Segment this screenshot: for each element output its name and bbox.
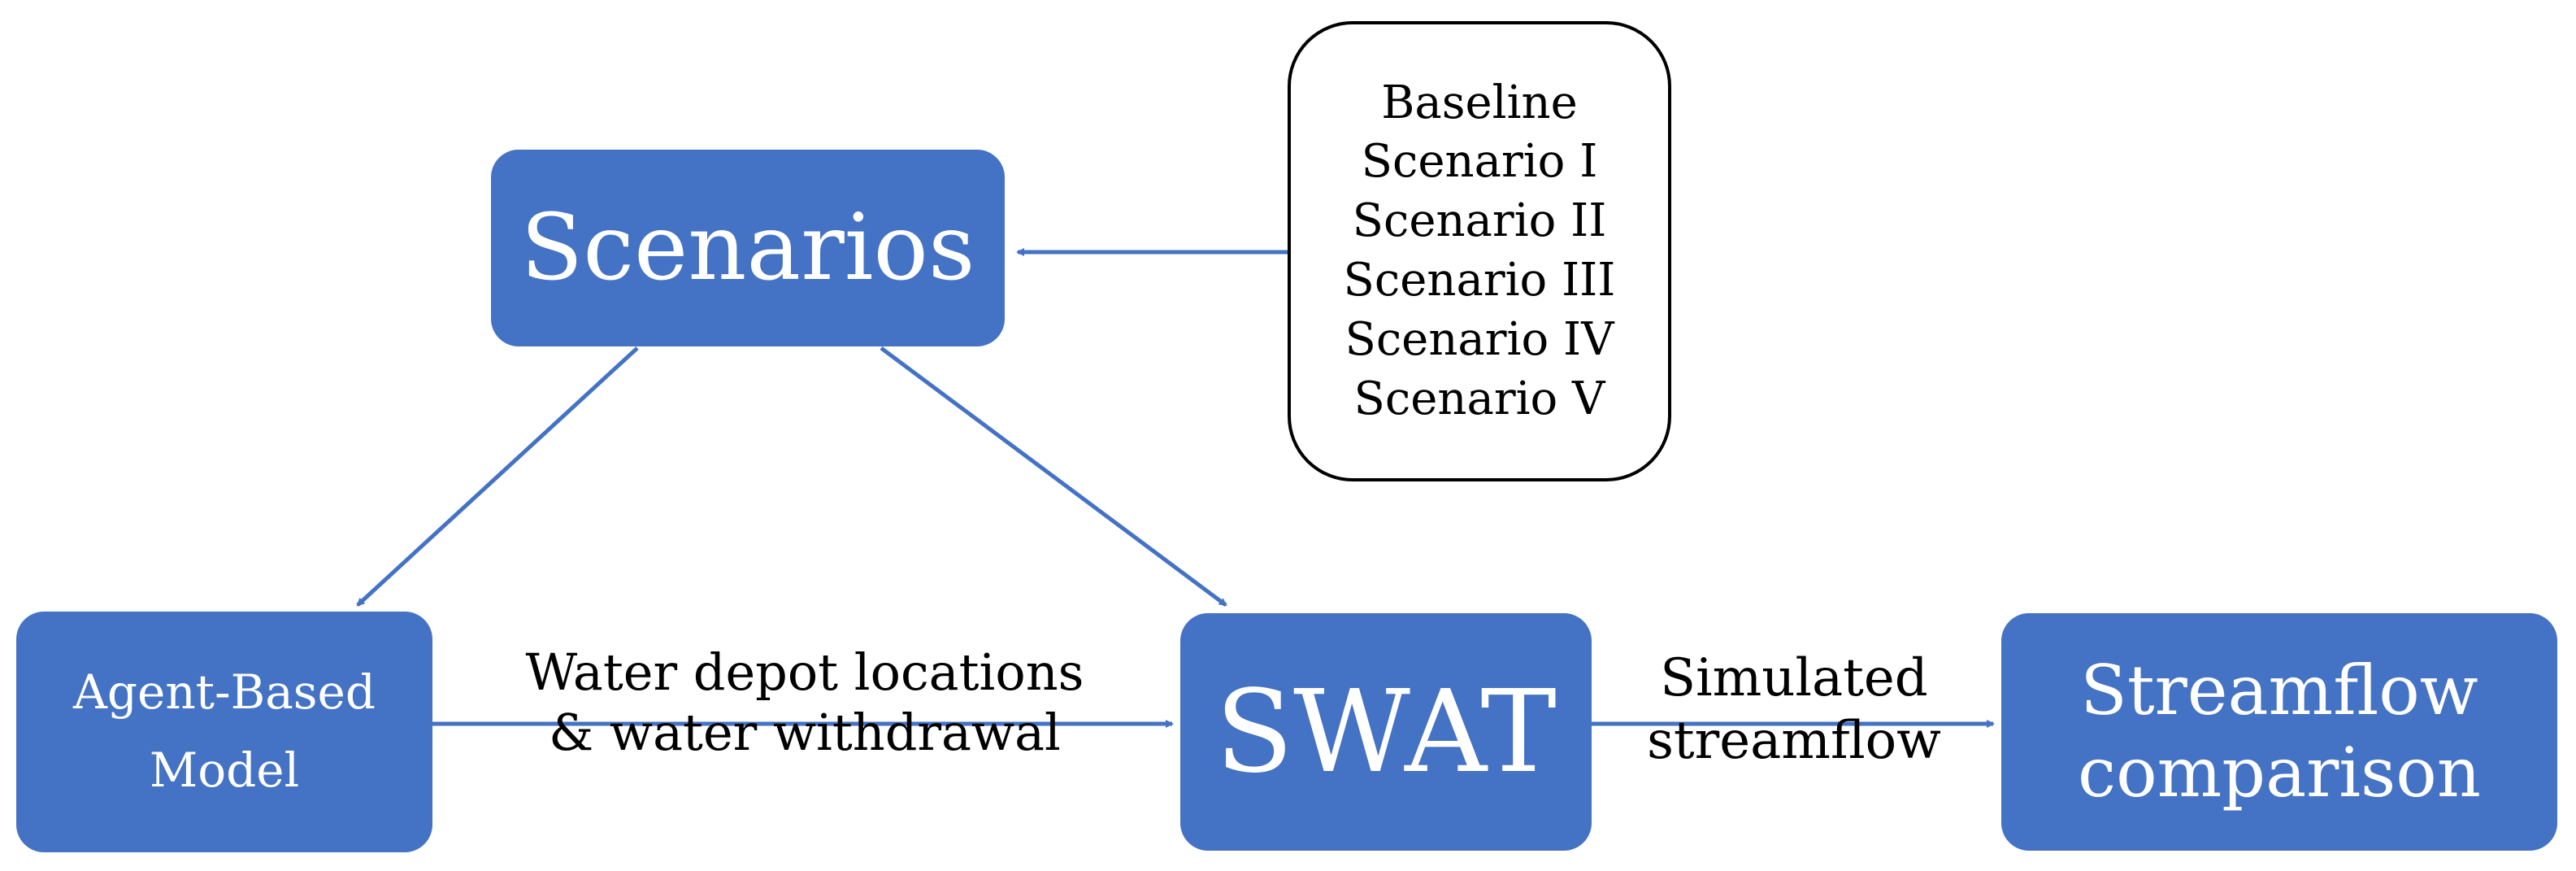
edge-label-swat-to-streamflow: Simulated streamflow (1595, 647, 1993, 773)
arrow-scenarios-to-swat (880, 346, 1227, 608)
scenario-list-item: Scenario V (1353, 372, 1605, 425)
agent-based-model-line1: Agent-Based (72, 664, 376, 721)
scenario-list-item: Scenario III (1343, 254, 1616, 307)
edge-label-swat-to-streamflow-line1: Simulated (1660, 648, 1928, 708)
edge-label-abm-to-swat: Water depot locations & water withdrawal (439, 642, 1171, 764)
scenario-list-item: Baseline (1381, 76, 1578, 129)
scenario-list-item: Scenario IV (1344, 312, 1614, 366)
streamflow-comparison-line2: comparison (2078, 733, 2481, 812)
arrow-scenarios-to-abm (356, 346, 639, 607)
edge-label-swat-to-streamflow-line2: streamflow (1647, 710, 1941, 771)
scenario-list-item: Scenario II (1352, 194, 1607, 248)
scenario-list-box: Baseline Scenario I Scenario II Scenario… (1288, 21, 1671, 481)
agent-based-model-node: Agent-Based Model (16, 612, 432, 852)
streamflow-comparison-line1: Streamflow (2080, 651, 2478, 731)
agent-based-model-line2: Model (149, 743, 300, 798)
scenario-list-item: Scenario I (1361, 135, 1598, 189)
swat-node: SWAT (1180, 613, 1592, 851)
swat-node-label: SWAT (1215, 665, 1557, 799)
scenarios-node: Scenarios (491, 150, 1005, 346)
scenarios-node-label: Scenarios (520, 195, 975, 301)
edge-label-abm-to-swat-line2: & water withdrawal (549, 703, 1061, 763)
edge-label-abm-to-swat-line1: Water depot locations (525, 642, 1084, 702)
streamflow-comparison-node: Streamflow comparison (2001, 613, 2557, 851)
